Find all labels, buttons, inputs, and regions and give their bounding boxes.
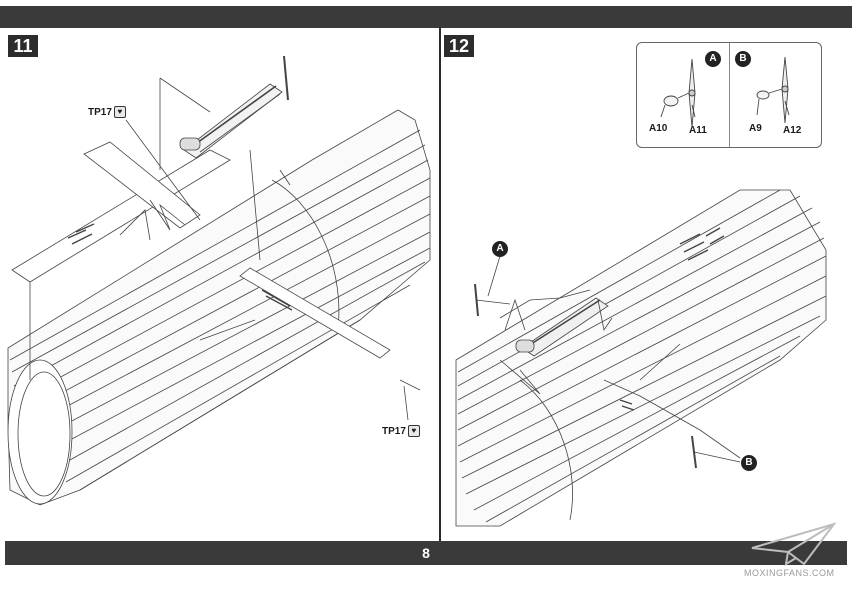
header-bar <box>0 6 852 28</box>
heart-icon: ♥ <box>407 425 420 437</box>
part-a9-label: A9 <box>749 123 762 134</box>
watermark-text: MOXINGFANS.COM <box>744 568 835 578</box>
tp17-label-upper: TP17 ♥ <box>88 106 126 118</box>
callout-b: B <box>741 455 757 471</box>
propeller-detail-box: A B A10 A11 A9 A12 <box>636 42 822 148</box>
step-12-diagram <box>455 189 827 527</box>
propeller-detail-drawing <box>660 56 790 128</box>
step-12-badge: 12 <box>444 35 474 57</box>
part-a12-label: A12 <box>783 125 802 136</box>
panel-divider <box>439 28 441 541</box>
site-watermark: MOXINGFANS.COM <box>744 520 848 580</box>
footer-bar: 8 <box>5 541 847 565</box>
callout-b-detail: B <box>735 51 751 67</box>
part-a11-label: A11 <box>689 125 707 136</box>
tp17-text-upper: TP17 <box>88 106 112 118</box>
heart-icon: ♥ <box>113 106 126 118</box>
page-number: 8 <box>422 545 430 561</box>
callout-a-detail: A <box>705 51 721 67</box>
callout-a: A <box>492 241 508 257</box>
paper-plane-icon <box>751 522 837 566</box>
tp17-label-lower: TP17 ♥ <box>382 425 420 437</box>
detail-separator <box>729 43 730 147</box>
part-a10-label: A10 <box>649 123 668 134</box>
step-11-badge: 11 <box>8 35 38 57</box>
tp17-text-lower: TP17 <box>382 425 406 437</box>
step-11-diagram <box>7 55 431 506</box>
